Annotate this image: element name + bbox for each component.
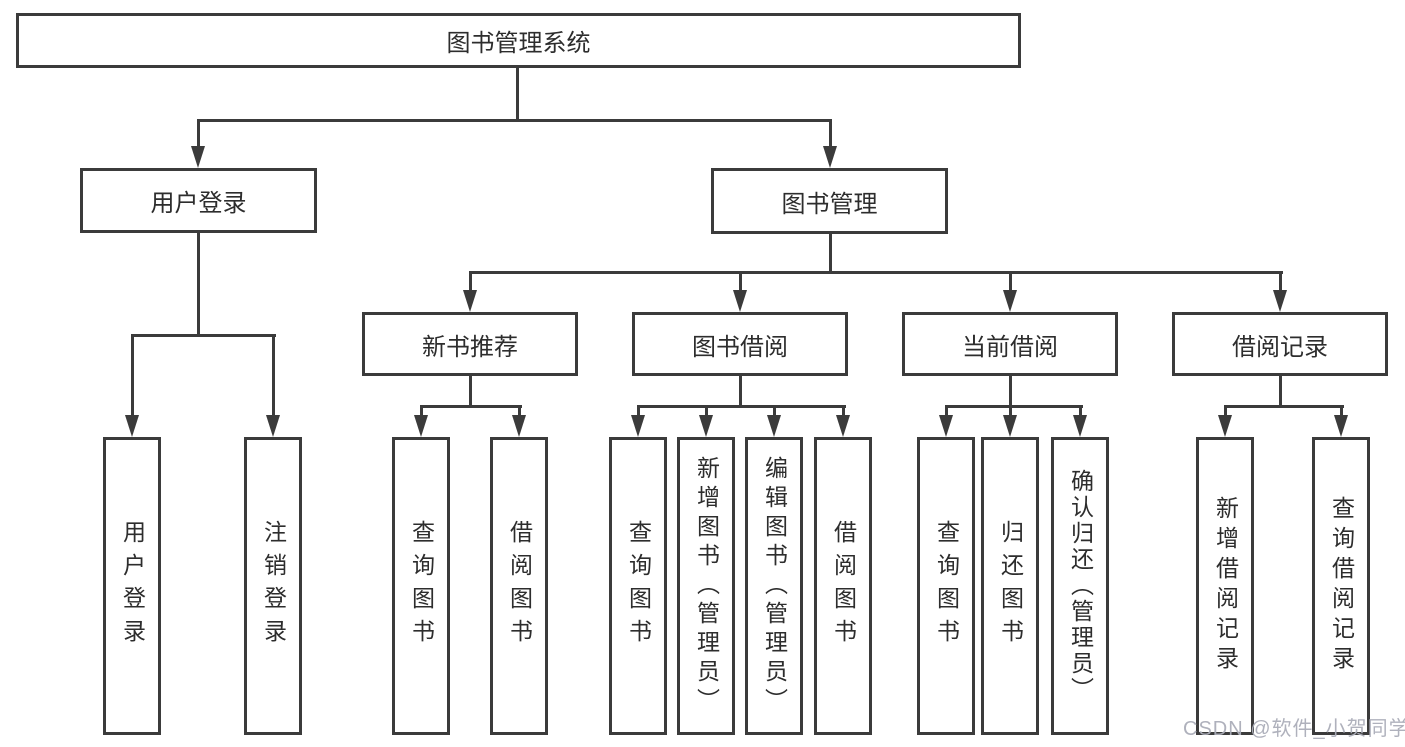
leaf-return-book: 归还图书 bbox=[981, 437, 1039, 735]
edge-line bbox=[1009, 271, 1012, 291]
arrowhead-icon bbox=[823, 146, 837, 168]
node-label: 新书推荐 bbox=[422, 333, 518, 361]
arrowhead-icon bbox=[631, 415, 645, 437]
arrowhead-icon bbox=[733, 290, 747, 312]
leaf-query-book-recommend: 查询图书 bbox=[392, 437, 450, 735]
edge-line bbox=[420, 405, 423, 417]
node-label: 归还图书 bbox=[997, 520, 1024, 652]
node-label: 查询图书 bbox=[625, 520, 652, 652]
node-label: 图书借阅 bbox=[692, 333, 788, 361]
node-label: 借阅图书 bbox=[506, 520, 533, 652]
edge-line bbox=[1079, 405, 1082, 417]
node-label: 用户登录 bbox=[119, 520, 146, 652]
arrowhead-icon bbox=[939, 415, 953, 437]
node-label: 当前借阅 bbox=[962, 333, 1058, 361]
edge-line bbox=[518, 405, 521, 417]
edge-line bbox=[773, 405, 776, 417]
leaf-confirm-return-admin: 确认归还（管理员） bbox=[1051, 437, 1109, 735]
edge-line bbox=[1224, 405, 1344, 408]
leaf-query-borrow-record: 查询借阅记录 bbox=[1312, 437, 1370, 735]
edge-line bbox=[1340, 405, 1343, 417]
node-book-management: 图书管理 bbox=[711, 168, 948, 234]
arrowhead-icon bbox=[1218, 415, 1232, 437]
arrowhead-icon bbox=[463, 290, 477, 312]
edge-line bbox=[945, 405, 1083, 408]
edge-line bbox=[1009, 405, 1012, 417]
arrowhead-icon bbox=[512, 415, 526, 437]
node-label: 查询图书 bbox=[408, 520, 435, 652]
edge-line bbox=[1279, 271, 1282, 291]
edge-line bbox=[829, 119, 832, 147]
arrowhead-icon bbox=[1003, 290, 1017, 312]
arrowhead-icon bbox=[836, 415, 850, 437]
arrowhead-icon bbox=[414, 415, 428, 437]
node-label: 图书管理 bbox=[781, 190, 878, 218]
node-label: 图书管理系统 bbox=[446, 30, 591, 57]
node-library-system: 图书管理系统 bbox=[16, 13, 1021, 68]
leaf-add-book-admin: 新增图书（管理员） bbox=[677, 437, 735, 735]
node-current-borrow: 当前借阅 bbox=[902, 312, 1118, 376]
edge-line bbox=[272, 334, 275, 416]
edge-line bbox=[739, 376, 742, 408]
arrowhead-icon bbox=[1273, 290, 1287, 312]
leaf-query-book-borrow: 查询图书 bbox=[609, 437, 667, 735]
node-label: 借阅图书 bbox=[830, 520, 857, 652]
leaf-user-login: 用户登录 bbox=[103, 437, 161, 735]
edge-line bbox=[197, 233, 200, 337]
node-label: 新增图书（管理员） bbox=[693, 455, 720, 717]
edge-line bbox=[420, 405, 522, 408]
edge-line bbox=[469, 376, 472, 408]
edge-line bbox=[469, 271, 1283, 274]
edge-line bbox=[516, 68, 519, 120]
arrowhead-icon bbox=[191, 146, 205, 168]
arrowhead-icon bbox=[1003, 415, 1017, 437]
arrowhead-icon bbox=[767, 415, 781, 437]
edge-line bbox=[739, 271, 742, 291]
node-label: 用户登录 bbox=[150, 190, 247, 217]
node-label: 查询图书 bbox=[933, 520, 960, 652]
edge-line bbox=[637, 405, 640, 417]
csdn-watermark: CSDN @软件_小贺同学 bbox=[1183, 718, 1405, 740]
arrowhead-icon bbox=[125, 415, 139, 437]
leaf-logout-login: 注销登录 bbox=[244, 437, 302, 735]
edge-line bbox=[705, 405, 708, 417]
edge-line bbox=[842, 405, 845, 417]
edge-line bbox=[1224, 405, 1227, 417]
edge-line bbox=[197, 119, 832, 122]
node-label: 注销登录 bbox=[260, 520, 287, 652]
arrowhead-icon bbox=[699, 415, 713, 437]
arrowhead-icon bbox=[266, 415, 280, 437]
edge-line bbox=[197, 119, 200, 147]
node-label: 确认归还（管理员） bbox=[1067, 469, 1094, 703]
edge-line bbox=[829, 234, 832, 274]
edge-line bbox=[1279, 376, 1282, 408]
edge-line bbox=[1009, 376, 1012, 408]
node-new-book-recommend: 新书推荐 bbox=[362, 312, 578, 376]
node-label: 借阅记录 bbox=[1232, 333, 1328, 361]
edge-line bbox=[131, 334, 134, 416]
edge-line bbox=[469, 271, 472, 291]
node-label: 编辑图书（管理员） bbox=[761, 455, 788, 717]
node-user-login: 用户登录 bbox=[80, 168, 317, 233]
arrowhead-icon bbox=[1334, 415, 1348, 437]
node-borrow-records: 借阅记录 bbox=[1172, 312, 1388, 376]
leaf-edit-book-admin: 编辑图书（管理员） bbox=[745, 437, 803, 735]
edge-line bbox=[131, 334, 276, 337]
leaf-query-book-current: 查询图书 bbox=[917, 437, 975, 735]
leaf-borrow-book: 借阅图书 bbox=[814, 437, 872, 735]
leaf-borrow-book-recommend: 借阅图书 bbox=[490, 437, 548, 735]
edge-line bbox=[945, 405, 948, 417]
edge-line bbox=[637, 405, 846, 408]
node-label: 新增借阅记录 bbox=[1212, 496, 1239, 676]
node-label: 查询借阅记录 bbox=[1328, 496, 1355, 676]
node-book-borrow: 图书借阅 bbox=[632, 312, 848, 376]
arrowhead-icon bbox=[1073, 415, 1087, 437]
leaf-add-borrow-record: 新增借阅记录 bbox=[1196, 437, 1254, 735]
